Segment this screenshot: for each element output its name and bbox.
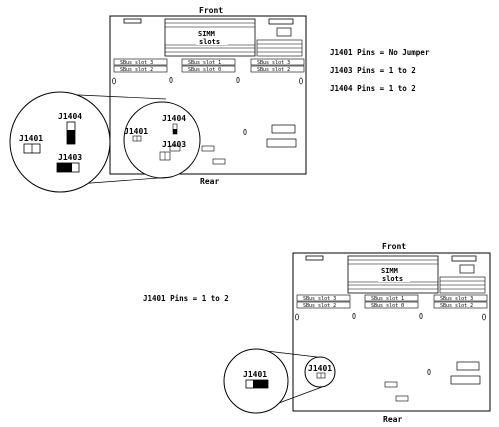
top-chip-c xyxy=(271,124,296,134)
top-right-stack xyxy=(256,39,303,57)
top-simm-slots: SIMM slots xyxy=(164,18,256,57)
bottom-chip-d xyxy=(450,375,481,385)
bottom-note: J1401 Pins = 1 to 2 xyxy=(143,294,229,303)
bottom-right-stack xyxy=(439,276,486,294)
bottom-sbus-slot-d: SBus slot 0 xyxy=(371,303,404,309)
bottom-chip-b xyxy=(395,395,409,402)
top-sbus-slot-c: SBus slot 1 xyxy=(188,60,221,66)
top-magnified-view: J1404 J1401 J1403 xyxy=(9,91,111,193)
bottom-sbus-slot-a: SBus slot 3 xyxy=(303,296,336,302)
top-sbus-slot-a: SBus slot 3 xyxy=(120,60,153,66)
top-magnified-circle xyxy=(9,91,111,193)
top-callout-j1403-label: J1403 xyxy=(58,153,82,162)
top-j1403-label: J1403 xyxy=(162,140,186,149)
top-front-label: Front xyxy=(199,6,223,15)
top-board: Front SIMM slots SBus slot 3 SBus sl xyxy=(109,6,307,186)
note-j1404: J1404 Pins = 1 to 2 xyxy=(330,84,416,93)
top-slots-label: slots xyxy=(199,38,220,46)
bottom-board-outline xyxy=(292,252,491,412)
top-jumper-notes: J1401 Pins = No Jumper J1403 Pins = 1 to… xyxy=(330,48,430,93)
top-sbus-row: SBus slot 3 SBus slot 2 SBus slot 1 SBus… xyxy=(113,58,305,73)
bottom-board: Front SIMM slots SBus slot 3 SBus sl xyxy=(292,242,491,424)
top-sbus-slot-d: SBus slot 0 xyxy=(188,67,221,73)
bottom-chip-a xyxy=(384,381,398,388)
top-callout-j1401-label: J1401 xyxy=(19,134,43,143)
note-j1403: J1403 Pins = 1 to 2 xyxy=(330,66,416,75)
top-rear-label: Rear xyxy=(200,177,219,186)
bottom-callout-j1401-label: J1401 xyxy=(243,370,267,379)
top-j1401-label: J1401 xyxy=(124,127,148,136)
bottom-sbus-row: SBus slot 3 SBus slot 2 SBus slot 1 SBus… xyxy=(296,294,488,309)
top-small-connector xyxy=(268,18,294,25)
top-j1404-label: J1404 xyxy=(162,114,186,123)
top-chip xyxy=(276,27,292,37)
bottom-sbus-slot-e: SBus slot 3 xyxy=(440,296,473,302)
note-j1401: J1401 Pins = No Jumper xyxy=(330,48,430,57)
bottom-slots-label: slots xyxy=(382,275,403,283)
bottom-sbus-slot-c: SBus slot 1 xyxy=(371,296,404,302)
bottom-sbus-slot-b: SBus slot 2 xyxy=(303,303,336,309)
top-board-outline xyxy=(109,15,307,175)
bottom-j1401-label: J1401 xyxy=(308,364,332,373)
bottom-simm-label: SIMM xyxy=(381,267,398,275)
bottom-small-connector xyxy=(451,255,477,262)
bottom-sbus-slot-f: SBus slot 2 xyxy=(440,303,473,309)
top-mount-holes xyxy=(112,77,303,135)
bottom-simm-slots: SIMM slots xyxy=(347,255,439,294)
bottom-chip-c xyxy=(456,361,480,371)
top-callout-j1404-label: J1404 xyxy=(58,112,82,121)
bottom-front-label: Front xyxy=(382,242,406,251)
bottom-zoom-source-circle xyxy=(304,356,336,388)
top-chip-b xyxy=(212,158,226,165)
top-sbus-slot-b: SBus slot 2 xyxy=(120,67,153,73)
bottom-magnified-view: J1401 xyxy=(223,348,289,414)
top-chip-a xyxy=(201,145,215,152)
bottom-mount-holes xyxy=(295,313,486,375)
bottom-connector xyxy=(305,255,324,261)
top-sbus-slot-e: SBus slot 3 xyxy=(257,60,290,66)
top-connector xyxy=(123,18,142,24)
bottom-rear-label: Rear xyxy=(383,415,402,424)
top-sbus-slot-f: SBus slot 2 xyxy=(257,67,290,73)
top-j1403-jumper xyxy=(169,145,181,152)
top-simm-label: SIMM xyxy=(198,30,215,38)
bottom-chip xyxy=(459,264,475,274)
top-chip-d xyxy=(266,138,297,148)
